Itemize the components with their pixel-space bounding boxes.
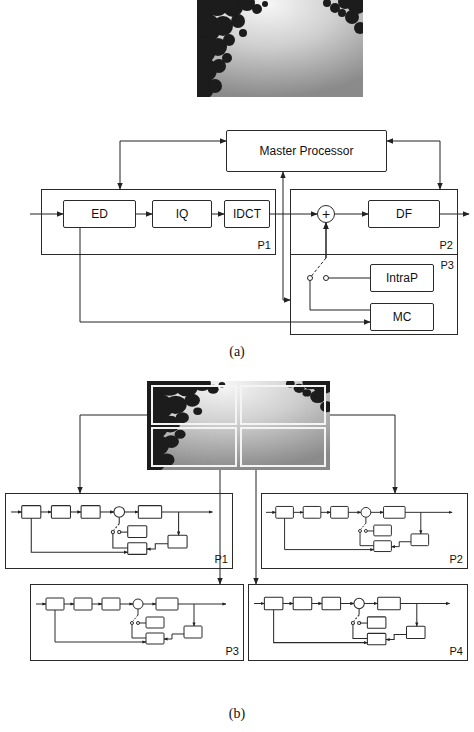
processor-label: P1: [258, 240, 271, 251]
process-box: ED: [63, 200, 136, 228]
processor-label: P1: [215, 554, 228, 565]
panel-caption: (a): [207, 344, 267, 360]
processor-partition: P1 ED IQ IDCT: [41, 189, 276, 255]
signal-arrow: [136, 214, 152, 215]
block-label: +: [322, 207, 330, 221]
slice-outline: [152, 386, 236, 424]
slice-arrow: [80, 415, 147, 493]
block-label: MC: [393, 311, 412, 323]
signal-arrow: [310, 223, 370, 310]
decoder-schematic: [36, 598, 226, 644]
block-label: ED: [91, 208, 108, 220]
processor-partition: P3IntraP MC: [290, 254, 458, 335]
block-label: IDCT: [233, 208, 261, 220]
slice-arrow: [256, 470, 257, 584]
signal-arrow: [270, 214, 317, 215]
switch-lever: [312, 258, 327, 276]
process-box: MC: [370, 303, 434, 331]
process-box: IQ: [152, 200, 212, 228]
adder-circle: [318, 206, 335, 223]
processor-partition: P2 + DF: [290, 189, 458, 255]
processor-box: P1: [5, 493, 233, 569]
processor-label: P2: [450, 554, 463, 565]
block-label: IQ: [176, 208, 189, 220]
master-processor-box: Master Processor: [226, 130, 387, 172]
block-label: IntraP: [386, 272, 418, 284]
decoder-schematic: [254, 597, 450, 644]
processor-label: P4: [450, 646, 463, 657]
processor-label: P3: [226, 646, 239, 657]
slice-arrow: [220, 470, 221, 584]
process-box: IntraP: [370, 264, 434, 292]
decoder-schematic: [266, 506, 452, 551]
process-box: IDCT: [224, 200, 270, 228]
signal-arrow: [326, 223, 370, 278]
switch-contact: [324, 276, 329, 281]
processor-box: P2: [261, 493, 468, 569]
processor-box: P4: [248, 584, 468, 661]
signal-arrow: [80, 228, 370, 322]
processor-label: P2: [440, 240, 453, 251]
input-arrow: [30, 214, 63, 215]
signal-arrow: [387, 141, 440, 189]
video-frame: [187, 0, 367, 100]
processor-box: P3: [30, 584, 244, 661]
processor-label: P3: [441, 260, 454, 271]
signal-arrow: [120, 141, 226, 189]
slice-outline: [241, 428, 325, 466]
output-arrow: [440, 214, 469, 215]
signal-arrow: [283, 172, 290, 300]
adder-circle: +: [317, 205, 335, 223]
signal-arrow: [335, 214, 368, 215]
switch-contact: [308, 276, 313, 281]
block-label: Master Processor: [259, 145, 353, 157]
signal-arrow: [212, 214, 224, 215]
process-box: DF: [368, 200, 440, 228]
slice-outline: [152, 428, 236, 466]
video-frame: [136, 374, 334, 473]
slice-arrow: [330, 415, 395, 493]
slice-outline: [241, 386, 325, 424]
block-label: DF: [396, 208, 412, 220]
decoder-schematic: [11, 506, 212, 555]
panel-caption: (b): [207, 706, 267, 722]
